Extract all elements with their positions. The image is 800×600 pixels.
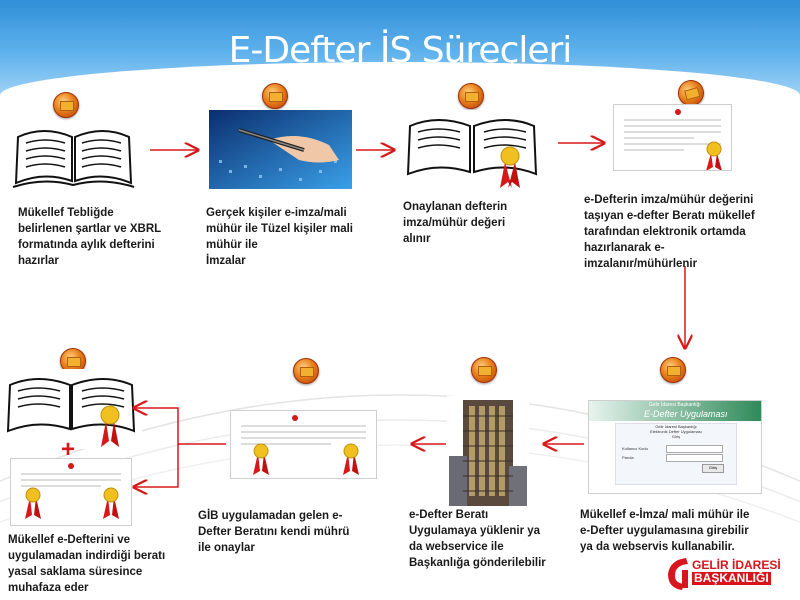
approved-certificate-image <box>230 410 377 479</box>
step-badge-7 <box>293 358 319 384</box>
login-panel: Gelir İdaresi Başkanlığı Elektronik Deft… <box>615 423 737 485</box>
app-title: E-Defter Uygulaması <box>644 409 728 419</box>
step-5-caption: Mükellef e-İmza/ mali mühür ile e-Defter… <box>580 509 750 553</box>
app-header-bar <box>589 401 761 421</box>
step-6-caption: e-Defter Beratı Uygulamaya yüklenir ya d… <box>409 509 546 569</box>
user-label: Kullanıcı Kodu <box>622 446 648 451</box>
step-4-caption: e-Defterin imza/mühür değerini taşıyan e… <box>584 194 755 270</box>
page-title: E-Defter İŞ Süreçleri <box>228 30 573 71</box>
archive-certificate-image <box>10 458 132 526</box>
password-input[interactable] <box>666 454 723 462</box>
plus-sign: + <box>61 436 76 463</box>
step-badge-5 <box>660 357 686 383</box>
open-book-image <box>10 121 137 194</box>
step-8-caption: Mükellef e-Defterini ve uygulamadan indi… <box>8 534 166 594</box>
title-banner <box>0 0 800 102</box>
gib-logo-text: GELİR İDARESİ BAŞKANLIĞI <box>692 559 781 585</box>
tower-building-image <box>447 396 529 506</box>
app-header-small: Gelir İdaresi Başkanlığı <box>649 402 701 408</box>
login-button[interactable]: Giriş <box>702 464 724 473</box>
step-1-caption: Mükellef Tebliğde belirlenen şartlar ve … <box>18 207 162 267</box>
digital-signature-image <box>209 110 352 189</box>
panel-line-3: Giriş <box>671 434 681 439</box>
step-badge-3 <box>458 83 484 109</box>
step-2-caption: Gerçek kişiler e-imza/mali mühür ile Tüz… <box>206 207 353 267</box>
password-label: Parola <box>622 455 634 460</box>
certificate-image <box>613 104 732 171</box>
sealed-book-image <box>400 110 544 190</box>
panel-line-2: Elektronik Defter Uygulaması <box>650 429 702 434</box>
step-badge-2 <box>262 83 288 109</box>
app-screenshot: Gelir İdaresi Başkanlığı E-Defter Uygula… <box>588 400 762 494</box>
panel-line-1: Gelir İdaresi Başkanlığı <box>655 424 697 429</box>
step-7-caption: GİB uygulamadan gelen e- Defter Beratını… <box>198 510 350 554</box>
step-3-caption: Onaylanan defterin imza/mühür değeri alı… <box>403 201 508 245</box>
archive-book-image <box>0 369 142 449</box>
step-badge-6 <box>471 357 497 383</box>
user-input[interactable] <box>666 445 723 453</box>
step-badge-1 <box>53 92 79 118</box>
gib-logo-line-2: BAŞKANLIĞI <box>692 571 771 585</box>
gib-logo-mark <box>668 558 688 590</box>
gib-logo-line-1: GELİR İDARESİ <box>692 558 781 572</box>
gib-logo: GELİR İDARESİ BAŞKANLIĞI <box>664 556 790 594</box>
